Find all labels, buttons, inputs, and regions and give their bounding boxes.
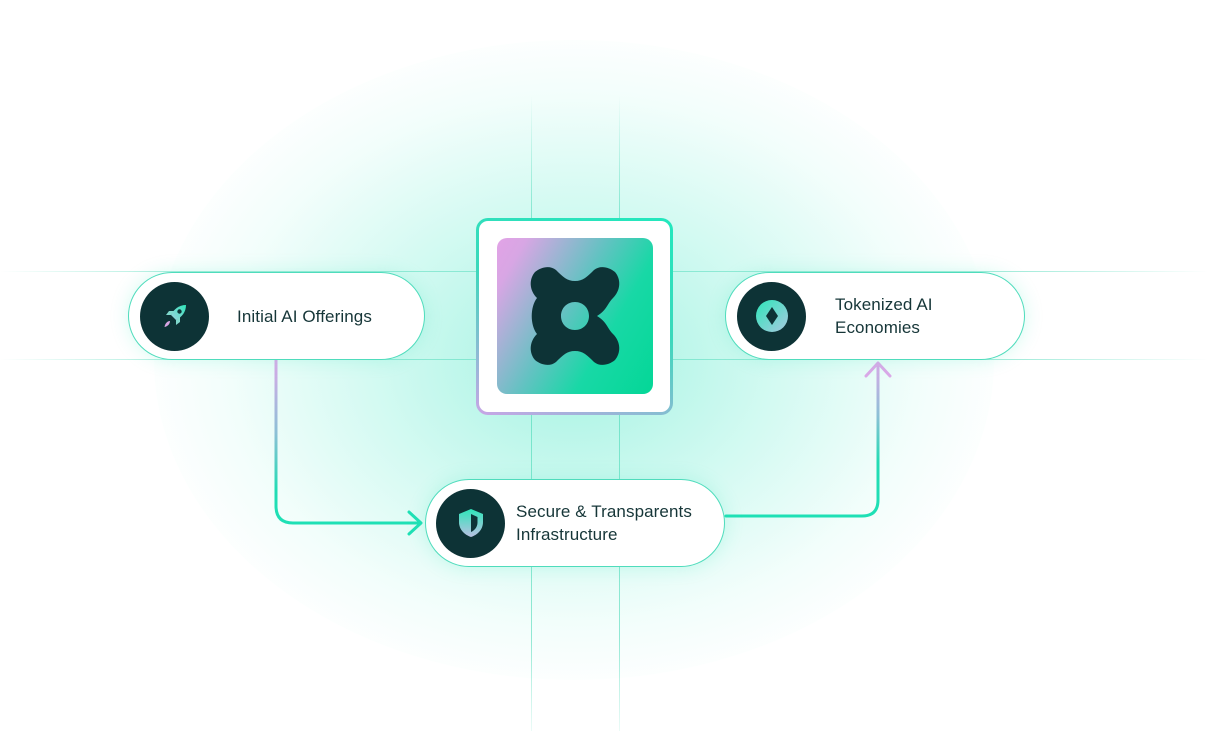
diamond-token-icon-badge (737, 281, 806, 351)
node-label: Initial AI Offerings (237, 306, 372, 326)
grid-line-left (531, 95, 532, 731)
node-secure-infrastructure: Secure & Transparents Infrastructure (425, 479, 725, 567)
node-label: Tokenized AI Economies (835, 295, 933, 337)
rocket-icon-badge (140, 281, 209, 351)
arrow-secure-to-token (724, 361, 892, 518)
brand-logo-icon (497, 238, 653, 394)
shield-icon (458, 509, 483, 537)
node-label: Secure & Transparents Infrastructure (516, 502, 692, 544)
grid-line-right (619, 95, 620, 731)
shield-icon-badge (436, 488, 505, 558)
node-initial-ai-offerings: Initial AI Offerings (128, 272, 425, 360)
rocket-icon (164, 305, 186, 327)
node-tokenized-ai-economies: Tokenized AI Economies (725, 272, 1025, 360)
arrow-initial-to-secure (274, 358, 423, 536)
diamond-token-icon (755, 300, 788, 332)
